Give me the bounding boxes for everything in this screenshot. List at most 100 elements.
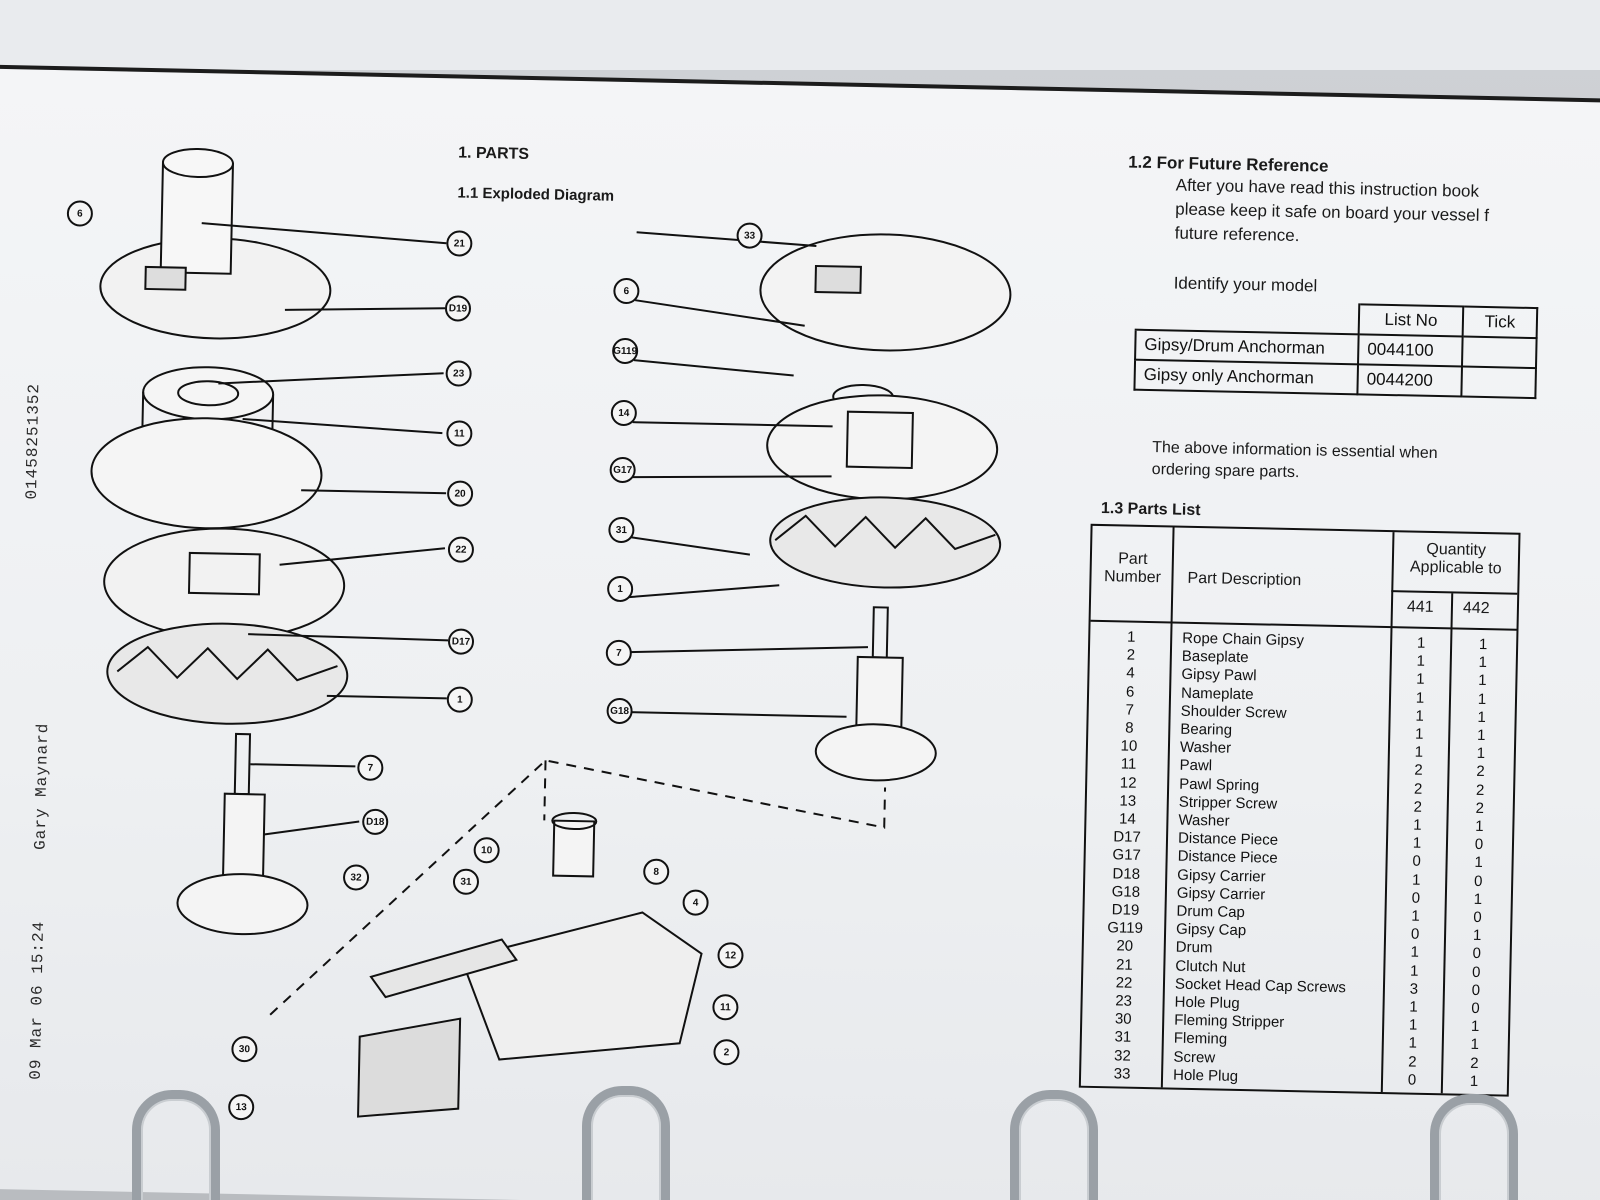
qty-442: 1 <box>1470 1018 1480 1036</box>
qty-442: 2 <box>1476 763 1485 781</box>
background-sheet <box>0 0 1600 70</box>
qty-441: 1 <box>1408 1034 1418 1053</box>
part-number: 11 <box>1120 755 1137 774</box>
qty-442: 0 <box>1473 872 1483 890</box>
qty-442: 1 <box>1473 890 1483 908</box>
qty-441: 3 <box>1409 980 1419 998</box>
part-number: 4 <box>1126 664 1135 683</box>
model-list-no-2: 0044200 <box>1357 364 1462 397</box>
quantity-header: Quantity Applicable to <box>1409 540 1502 578</box>
qty-442: 0 <box>1471 981 1481 999</box>
qty-441: 1 <box>1414 743 1424 761</box>
part-number: 6 <box>1125 683 1135 701</box>
qty-441: 1 <box>1409 998 1418 1016</box>
qty-442: 2 <box>1470 1054 1479 1072</box>
qty-441: 1 <box>1409 962 1419 980</box>
qty-441: 1 <box>1416 671 1425 689</box>
part-number: G119 <box>1107 919 1144 938</box>
qty-441: 0 <box>1412 852 1421 871</box>
qty-441: 0 <box>1410 925 1420 943</box>
qty-441: 1 <box>1411 871 1421 889</box>
exploded-diagram <box>90 147 1012 1118</box>
part-number: 1 <box>1126 628 1136 646</box>
part-number: 12 <box>1119 774 1137 792</box>
reference-line-2: please keep it safe on board your vessel… <box>1175 199 1490 226</box>
model-list-no-1: 0044100 <box>1358 334 1463 367</box>
part-description-header: Part Description <box>1187 569 1302 590</box>
part-number: 13 <box>1119 792 1137 810</box>
part-description: Hole Plug <box>1172 1066 1239 1085</box>
binder-ring-2 <box>582 1086 670 1200</box>
qty-442: 0 <box>1474 836 1484 854</box>
qty-442: 1 <box>1478 654 1488 672</box>
parts-list-heading: 1.3 Parts List <box>1100 499 1201 520</box>
binder-ring-3 <box>1010 1090 1098 1200</box>
qty-441: 1 <box>1416 652 1426 670</box>
col-442-header: 442 <box>1462 599 1490 618</box>
part-number: 21 <box>1115 956 1133 974</box>
qty-442: 1 <box>1474 854 1483 872</box>
part-number: 2 <box>1126 646 1136 664</box>
qty-441: 1 <box>1411 907 1420 925</box>
qty-442: 1 <box>1477 708 1487 726</box>
qty-441: 1 <box>1413 816 1422 834</box>
part-number-header: Part Number <box>1103 550 1162 587</box>
reference-line-3: future reference. <box>1174 223 1300 246</box>
model-table: List No Tick Gipsy/Drum Anchorman 004410… <box>1133 299 1538 399</box>
qty-441: 1 <box>1416 634 1426 652</box>
part-number: 7 <box>1125 701 1135 719</box>
note-line-2: ordering spare parts. <box>1151 461 1300 482</box>
qty-441: 1 <box>1414 725 1424 743</box>
model-tick-1[interactable] <box>1461 336 1537 369</box>
part-number: 22 <box>1115 974 1133 992</box>
qty-441: 0 <box>1407 1071 1417 1089</box>
note-line-1: The above information is essential when <box>1152 439 1438 463</box>
reference-line-1: After you have read this instruction boo… <box>1175 175 1480 201</box>
part-number: 10 <box>1120 737 1138 755</box>
identify-model-label: Identify your model <box>1173 273 1318 296</box>
col-441-header: 441 <box>1406 598 1434 616</box>
qty-441: 2 <box>1414 762 1423 780</box>
part-number: 20 <box>1116 937 1134 956</box>
model-name-2: Gipsy only Anchorman <box>1134 359 1359 395</box>
list-no-header: List No <box>1358 304 1464 337</box>
qty-442: 1 <box>1472 927 1482 945</box>
qty-442: 2 <box>1475 781 1485 799</box>
tick-header: Tick <box>1462 306 1538 339</box>
qty-442: 0 <box>1471 963 1481 981</box>
qty-441: 1 <box>1415 707 1425 725</box>
part-number: 8 <box>1124 719 1134 737</box>
binder-ring-1 <box>132 1090 220 1200</box>
qty-442: 0 <box>1473 908 1482 927</box>
binder-ring-4 <box>1430 1094 1518 1200</box>
part-number: 32 <box>1113 1046 1132 1065</box>
qty-442: 2 <box>1475 799 1485 817</box>
qty-442: 1 <box>1476 745 1486 763</box>
qty-442: 1 <box>1470 1036 1480 1054</box>
model-table-corner <box>1135 299 1360 335</box>
reference-heading: 1.2 For Future Reference <box>1128 152 1329 176</box>
qty-442: 1 <box>1476 726 1486 745</box>
qty-441: 0 <box>1411 889 1421 907</box>
model-name-1: Gipsy/Drum Anchorman <box>1135 329 1359 365</box>
qty-442: 1 <box>1469 1072 1479 1090</box>
part-number: 14 <box>1118 810 1136 828</box>
qty-441: 1 <box>1408 1016 1418 1034</box>
qty-441: 1 <box>1412 834 1422 852</box>
part-number: 30 <box>1114 1010 1132 1028</box>
qty-441: 2 <box>1413 798 1423 816</box>
part-number: G18 <box>1111 883 1141 901</box>
qty-441: 2 <box>1413 780 1423 798</box>
part-number: D18 <box>1112 864 1141 883</box>
qty-442: 1 <box>1475 817 1484 836</box>
model-tick-2[interactable] <box>1461 366 1536 399</box>
part-number: D19 <box>1111 901 1140 919</box>
qty-441: 1 <box>1415 689 1425 707</box>
qty-441: 2 <box>1408 1053 1417 1071</box>
part-number: 31 <box>1114 1028 1132 1047</box>
parts-list-table: Part Number Part Description Quantity Ap… <box>1078 523 1521 1097</box>
manual-page: 01458251352 Gary Maynard 09 Mar 06 15:24… <box>0 64 1600 1200</box>
part-number: 23 <box>1115 992 1133 1010</box>
qty-442: 0 <box>1471 999 1480 1018</box>
